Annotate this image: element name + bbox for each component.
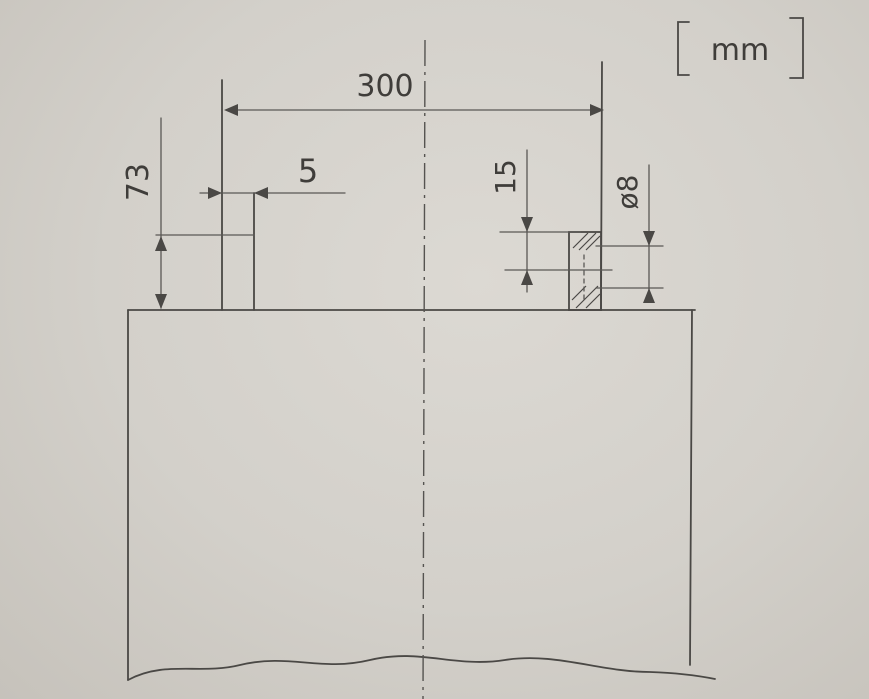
arrow-right [590, 104, 604, 116]
dimension-depth: 15 [489, 149, 581, 293]
arrow-diameter-bottom [643, 288, 655, 303]
dim-depth-label: 15 [489, 159, 522, 195]
arrow-left [224, 104, 238, 116]
dim-width-label: 300 [356, 69, 413, 104]
arrow-diameter-top [643, 231, 655, 246]
dimension-width: 300 [224, 69, 604, 116]
dim-diameter-label: ø8 [611, 175, 644, 210]
arrow-depth-bottom [521, 270, 533, 285]
center-line [422, 39, 426, 699]
dimension-thickness: 5 [199, 152, 346, 199]
dimension-height: 73 [121, 117, 167, 309]
dimension-diameter: ø8 [595, 164, 664, 303]
groove-section [564, 61, 613, 311]
main-body [127, 309, 716, 681]
dim-thickness-label: 5 [298, 152, 318, 190]
break-line [127, 655, 716, 681]
units-label: mm [711, 33, 769, 68]
arrow-thickness-right [254, 187, 268, 199]
units-bracket: mm [677, 17, 804, 79]
dim-height-label: 73 [121, 163, 156, 201]
arrow-height-bottom [155, 294, 167, 309]
groove-outline [568, 231, 602, 311]
arrow-thickness-left [208, 187, 222, 199]
arrow-depth-top [521, 217, 533, 232]
left-plate [155, 79, 255, 311]
arrow-height-top [155, 236, 167, 251]
